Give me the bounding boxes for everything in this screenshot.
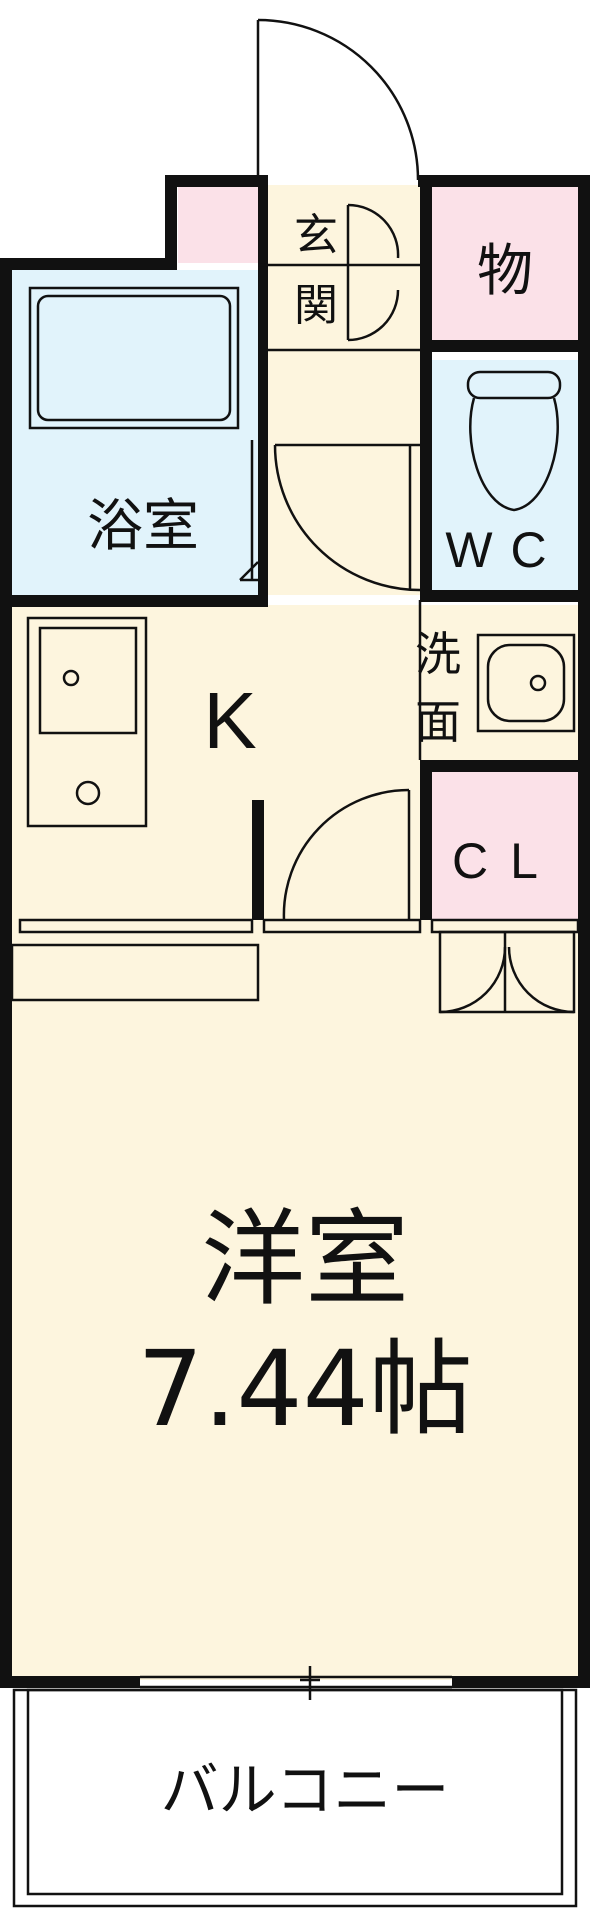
storage-fill-left (178, 185, 258, 263)
kitchen-counter (26, 616, 148, 828)
bathtub (28, 286, 240, 430)
room-door[interactable] (282, 788, 411, 921)
toilet-door[interactable] (273, 443, 421, 592)
walls (0, 175, 590, 1688)
storage-fill-right (432, 185, 578, 345)
entrance-label-1: 玄 (294, 210, 338, 261)
hall-fill (265, 345, 420, 595)
balcony-label: バルコニー (161, 1756, 450, 1824)
washroom-label-2: 面 (415, 695, 461, 749)
closet-doors[interactable] (438, 930, 576, 1014)
closet-label: CL (452, 833, 560, 889)
storage-label: 物 (477, 239, 533, 304)
washroom-label-1: 洗 (415, 627, 461, 681)
partitions (10, 263, 580, 1002)
entrance-inner-doors[interactable] (346, 203, 400, 342)
western-room-size: 7.44帖 (137, 1328, 473, 1450)
balcony-window[interactable] (140, 1666, 452, 1700)
wash-basin (476, 633, 576, 733)
toilet-label: WC (445, 522, 564, 578)
entrance-label-2: 関 (294, 280, 338, 331)
entrance-door[interactable] (256, 18, 420, 185)
western-room-label: 洋室 (201, 1198, 409, 1320)
bathroom-label: 浴室 (87, 494, 199, 559)
room-fills (12, 185, 580, 1680)
western-room-fill (12, 920, 580, 1680)
bathroom-fill (12, 270, 265, 595)
balcony (12, 1688, 578, 1908)
kitchen-label: K (203, 676, 256, 765)
toilet-bowl (466, 370, 562, 512)
closet-fill (430, 768, 580, 920)
